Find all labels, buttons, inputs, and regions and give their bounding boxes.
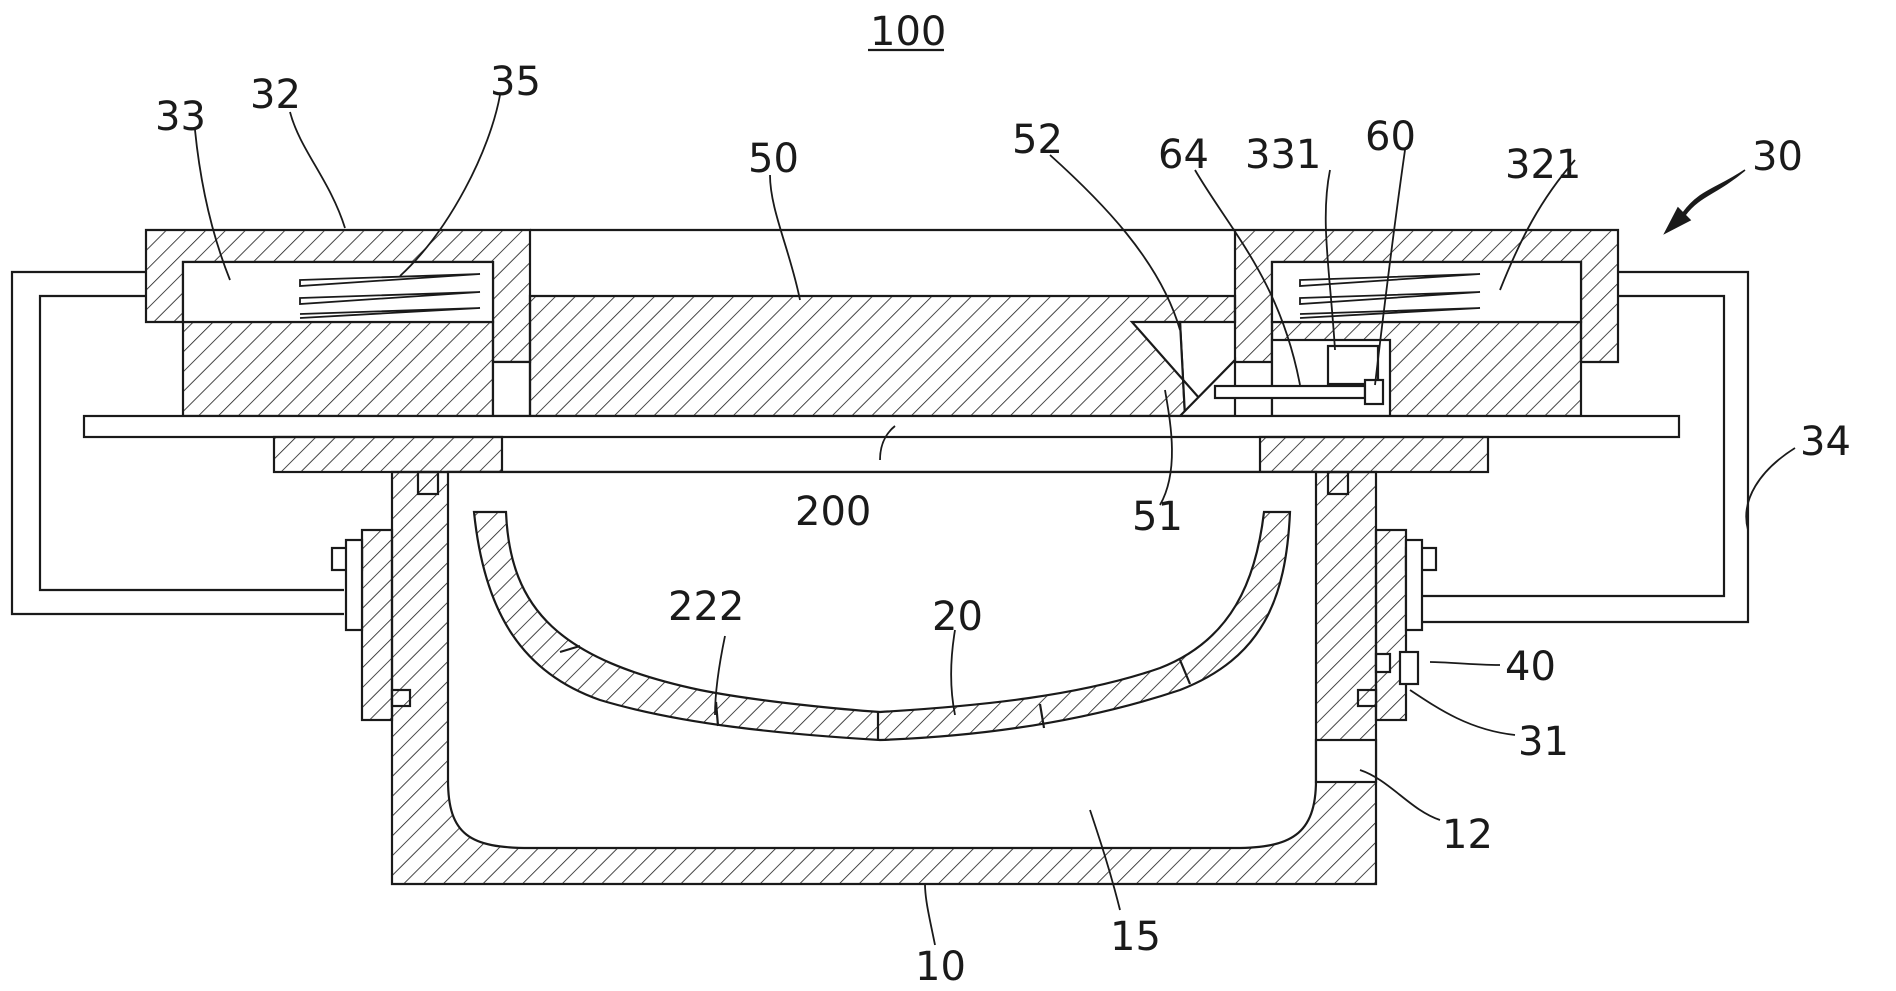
right-clamp — [1356, 528, 1438, 722]
arrow-30-icon — [1663, 169, 1746, 235]
bath-vessel-10 — [390, 470, 1378, 886]
label-51: 51 — [1132, 494, 1183, 540]
center-block-50 — [528, 228, 1237, 418]
label-331: 331 — [1245, 132, 1321, 178]
label-64: 64 — [1158, 132, 1209, 178]
label-12: 12 — [1442, 812, 1493, 858]
label-10: 10 — [915, 944, 966, 990]
label-34: 34 — [1800, 419, 1851, 465]
label-60: 60 — [1365, 114, 1416, 160]
label-32: 32 — [250, 72, 301, 118]
left-clamp — [330, 528, 412, 722]
label-52: 52 — [1012, 117, 1063, 163]
left-upper-block — [144, 228, 532, 418]
right-upper-block — [1213, 228, 1620, 418]
label-40: 40 — [1505, 644, 1556, 690]
label-31: 31 — [1518, 719, 1569, 765]
label-20: 20 — [932, 594, 983, 640]
left-flange — [272, 435, 504, 474]
label-30: 30 — [1752, 134, 1803, 180]
label-200: 200 — [795, 489, 871, 535]
label-50: 50 — [748, 136, 799, 182]
pipe-34 — [10, 270, 1750, 624]
label-15: 15 — [1110, 914, 1161, 960]
figure-number: 100 — [870, 9, 946, 55]
label-321: 321 — [1505, 142, 1581, 188]
label-35: 35 — [490, 59, 541, 105]
right-flange — [1258, 435, 1490, 474]
carrier-20 — [472, 510, 1292, 742]
plate-200 — [82, 414, 1681, 439]
label-33: 33 — [155, 94, 206, 140]
leader-lines — [194, 94, 1796, 946]
label-222: 222 — [668, 584, 744, 630]
